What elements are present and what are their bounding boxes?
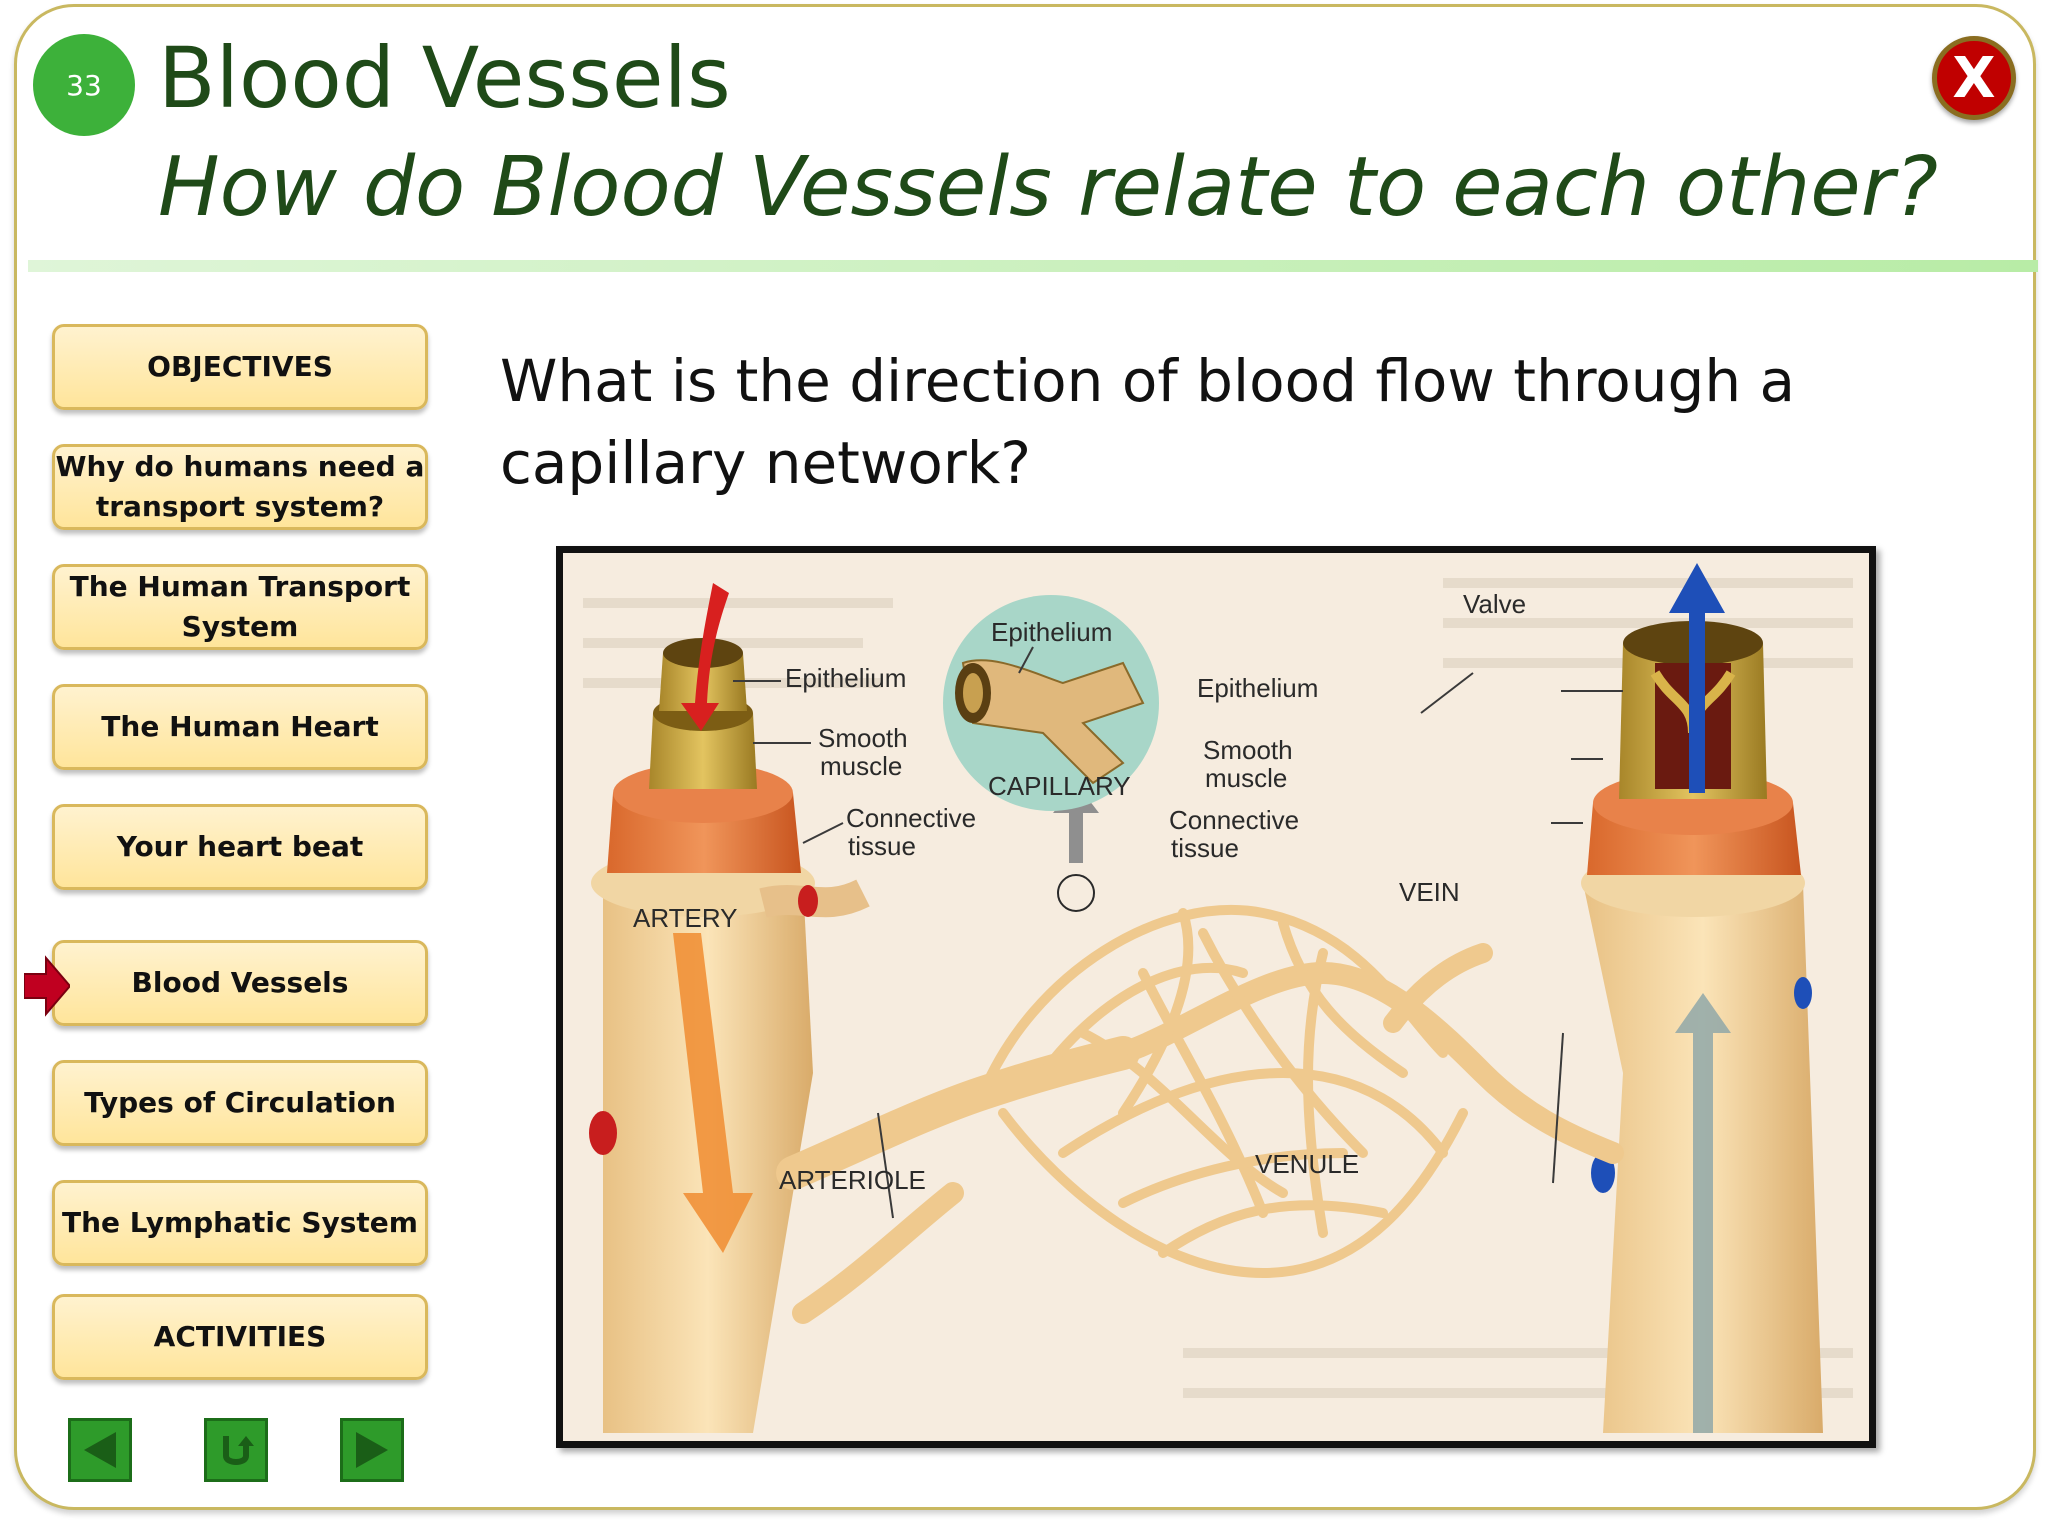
capillary-network	[776, 874, 1624, 1324]
vein-illustration	[1581, 563, 1823, 1433]
capillary-label: CAPILLARY	[988, 771, 1131, 801]
question-text: What is the direction of blood flow thro…	[500, 347, 1796, 497]
nav-objectives-button[interactable]: OBJECTIVES	[52, 324, 428, 410]
blood-vessels-diagram: Epithelium Smooth muscle Connective tiss…	[556, 546, 1876, 1448]
nav-blood-vessels-button[interactable]: Blood Vessels	[52, 940, 428, 1026]
nav-transport-system-button[interactable]: The Human Transport System	[52, 564, 428, 650]
back-button[interactable]	[68, 1418, 132, 1482]
connective-tissue-artery-label: Connective	[846, 803, 976, 833]
forward-arrow-icon	[356, 1432, 388, 1468]
nav-transport-need-button[interactable]: Why do humans need a transport system?	[52, 444, 428, 530]
slide-number-badge: 33	[33, 34, 135, 136]
connective-tissue-vein-label-2: tissue	[1171, 833, 1239, 863]
smooth-muscle-artery-label-2: muscle	[820, 751, 902, 781]
smooth-muscle-vein-label-2: muscle	[1205, 763, 1287, 793]
epithelium-capillary-label: Epithelium	[991, 617, 1112, 647]
page-subtitle: How do Blood Vessels relate to each othe…	[158, 140, 1938, 235]
artery-illustration	[589, 583, 870, 1433]
nav-heart-beat-button[interactable]: Your heart beat	[52, 804, 428, 890]
nav-human-heart-button[interactable]: The Human Heart	[52, 684, 428, 770]
connective-tissue-vein-label: Connective	[1169, 805, 1299, 835]
venule-label: VENULE	[1255, 1149, 1359, 1179]
close-button[interactable]: X	[1932, 36, 2016, 120]
nav-lymphatic-system-button[interactable]: The Lymphatic System	[52, 1180, 428, 1266]
vein-label: VEIN	[1399, 877, 1460, 907]
header-divider	[28, 260, 2038, 272]
smooth-muscle-vein-label: Smooth	[1203, 735, 1293, 765]
return-button[interactable]	[204, 1418, 268, 1482]
epithelium-vein-label: Epithelium	[1197, 673, 1318, 703]
capillary-inset	[943, 595, 1159, 811]
red-arrow-icon	[24, 955, 70, 1017]
vessel-illustration: Epithelium Smooth muscle Connective tiss…	[583, 563, 1853, 1433]
artery-label: ARTERY	[633, 903, 738, 933]
back-arrow-icon	[84, 1432, 116, 1468]
epithelium-artery-label: Epithelium	[785, 663, 906, 693]
forward-button[interactable]	[340, 1418, 404, 1482]
page-title: Blood Vessels	[158, 29, 731, 127]
nav-circulation-types-button[interactable]: Types of Circulation	[52, 1060, 428, 1146]
nav-activities-button[interactable]: ACTIVITIES	[52, 1294, 428, 1380]
arteriole-label: ARTERIOLE	[779, 1165, 926, 1195]
smooth-muscle-artery-label: Smooth	[818, 723, 908, 753]
return-icon	[223, 1436, 254, 1465]
connective-tissue-artery-label-2: tissue	[848, 831, 916, 861]
valve-label: Valve	[1463, 589, 1526, 619]
